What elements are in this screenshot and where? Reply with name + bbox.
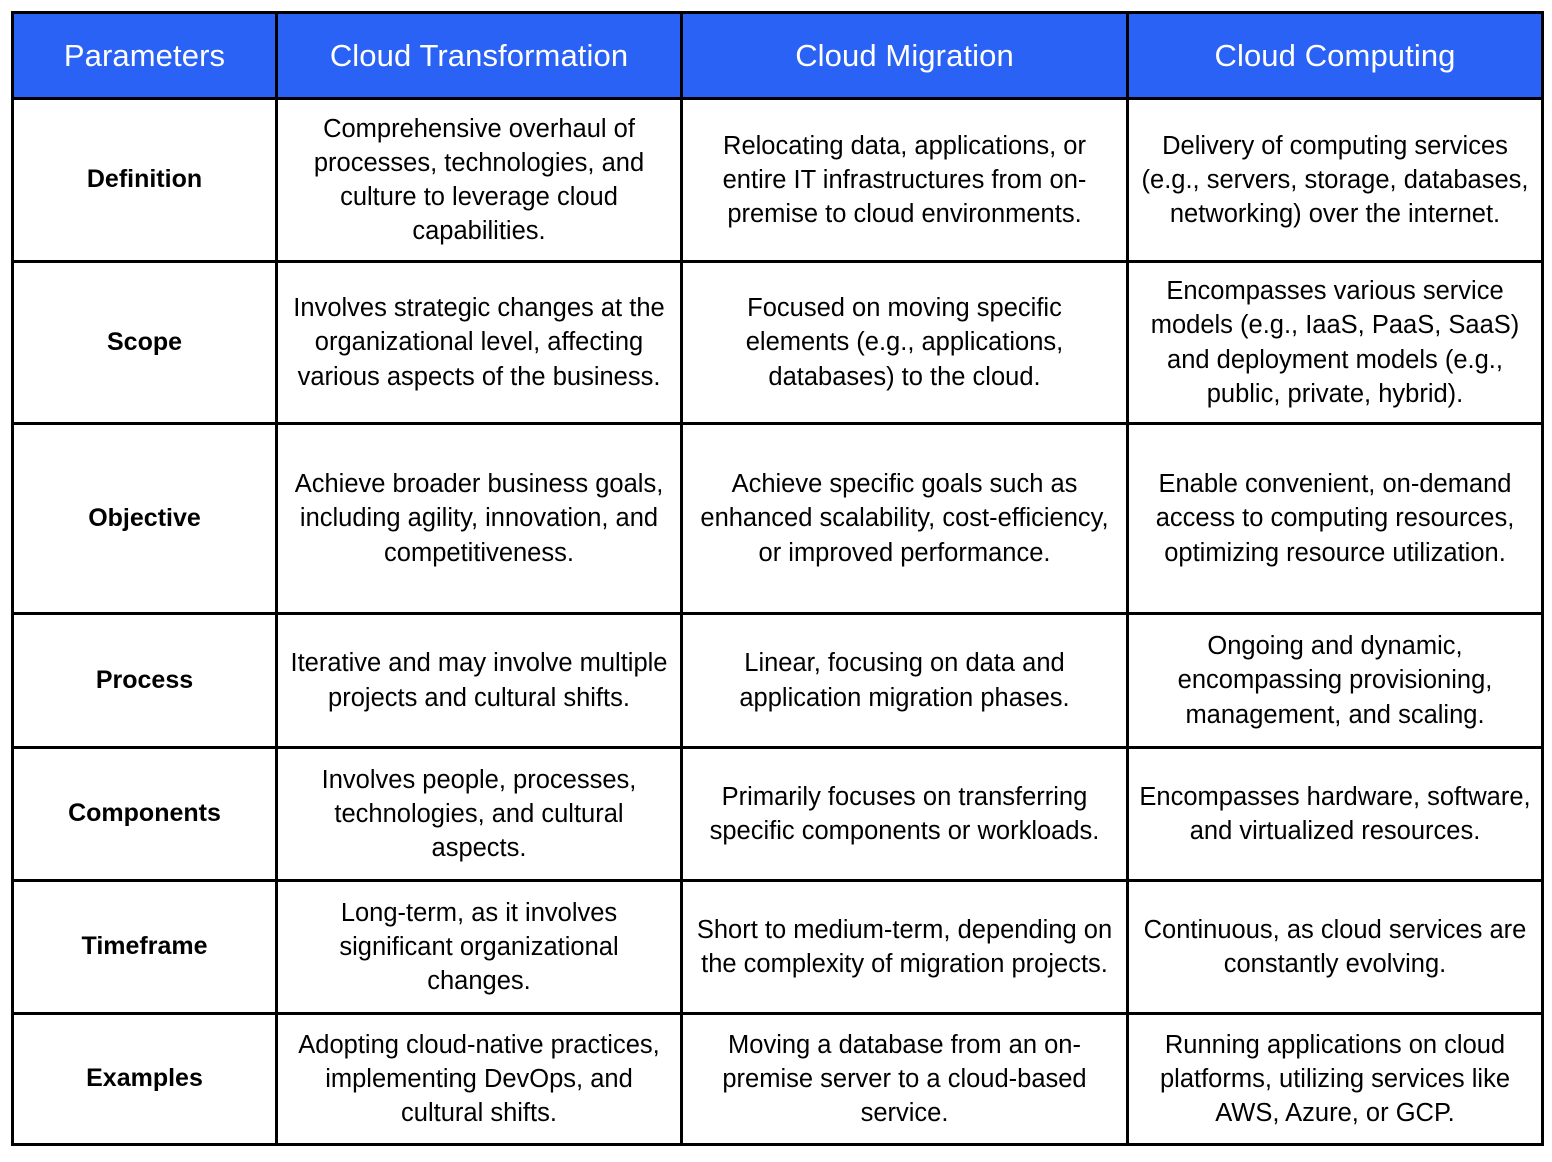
cell-scope-cloud-transformation: Involves strategic changes at the organi…	[275, 260, 683, 425]
cell-scope-cloud-computing: Encompasses various service models (e.g.…	[1126, 260, 1544, 425]
column-header-cloud-transformation: Cloud Transformation	[275, 11, 683, 100]
table-body: Definition Comprehensive overhaul of pro…	[11, 97, 1544, 1146]
table-row: Scope Involves strategic changes at the …	[11, 260, 1544, 425]
cell-objective-cloud-migration: Achieve specific goals such as enhanced …	[680, 422, 1129, 615]
table-row: Objective Achieve broader business goals…	[11, 422, 1544, 615]
comparison-table: Parameters Cloud Transformation Cloud Mi…	[11, 11, 1544, 1146]
cell-definition-cloud-transformation: Comprehensive overhaul of processes, tec…	[275, 97, 683, 263]
cell-examples-cloud-computing: Running applications on cloud platforms,…	[1126, 1012, 1544, 1146]
cell-process-cloud-transformation: Iterative and may involve multiple proje…	[275, 612, 683, 749]
cell-scope-cloud-migration: Focused on moving specific elements (e.g…	[680, 260, 1129, 425]
cell-process-cloud-migration: Linear, focusing on data and application…	[680, 612, 1129, 749]
table-row: Examples Adopting cloud-native practices…	[11, 1012, 1544, 1146]
cell-objective-cloud-transformation: Achieve broader business goals, includin…	[275, 422, 683, 615]
row-label-definition: Definition	[11, 97, 278, 263]
table-header: Parameters Cloud Transformation Cloud Mi…	[11, 11, 1544, 100]
row-label-examples: Examples	[11, 1012, 278, 1146]
cell-timeframe-cloud-computing: Continuous, as cloud services are consta…	[1126, 879, 1544, 1015]
row-label-objective: Objective	[11, 422, 278, 615]
cell-process-cloud-computing: Ongoing and dynamic, encompassing provis…	[1126, 612, 1544, 749]
cell-components-cloud-transformation: Involves people, processes, technologies…	[275, 746, 683, 882]
row-label-timeframe: Timeframe	[11, 879, 278, 1015]
cell-objective-cloud-computing: Enable convenient, on-demand access to c…	[1126, 422, 1544, 615]
header-row: Parameters Cloud Transformation Cloud Mi…	[11, 11, 1544, 100]
cell-components-cloud-computing: Encompasses hardware, software, and virt…	[1126, 746, 1544, 882]
column-header-parameters: Parameters	[11, 11, 278, 100]
cell-examples-cloud-transformation: Adopting cloud-native practices, impleme…	[275, 1012, 683, 1146]
cell-definition-cloud-migration: Relocating data, applications, or entire…	[680, 97, 1129, 263]
cell-definition-cloud-computing: Delivery of computing services (e.g., se…	[1126, 97, 1544, 263]
table-row: Definition Comprehensive overhaul of pro…	[11, 97, 1544, 263]
table-row: Process Iterative and may involve multip…	[11, 612, 1544, 749]
cell-components-cloud-migration: Primarily focuses on transferring specif…	[680, 746, 1129, 882]
row-label-components: Components	[11, 746, 278, 882]
cell-examples-cloud-migration: Moving a database from an on-premise ser…	[680, 1012, 1129, 1146]
column-header-cloud-migration: Cloud Migration	[680, 11, 1129, 100]
row-label-scope: Scope	[11, 260, 278, 425]
table-row: Timeframe Long-term, as it involves sign…	[11, 879, 1544, 1015]
row-label-process: Process	[11, 612, 278, 749]
cell-timeframe-cloud-migration: Short to medium-term, depending on the c…	[680, 879, 1129, 1015]
table-row: Components Involves people, processes, t…	[11, 746, 1544, 882]
column-header-cloud-computing: Cloud Computing	[1126, 11, 1544, 100]
cell-timeframe-cloud-transformation: Long-term, as it involves significant or…	[275, 879, 683, 1015]
